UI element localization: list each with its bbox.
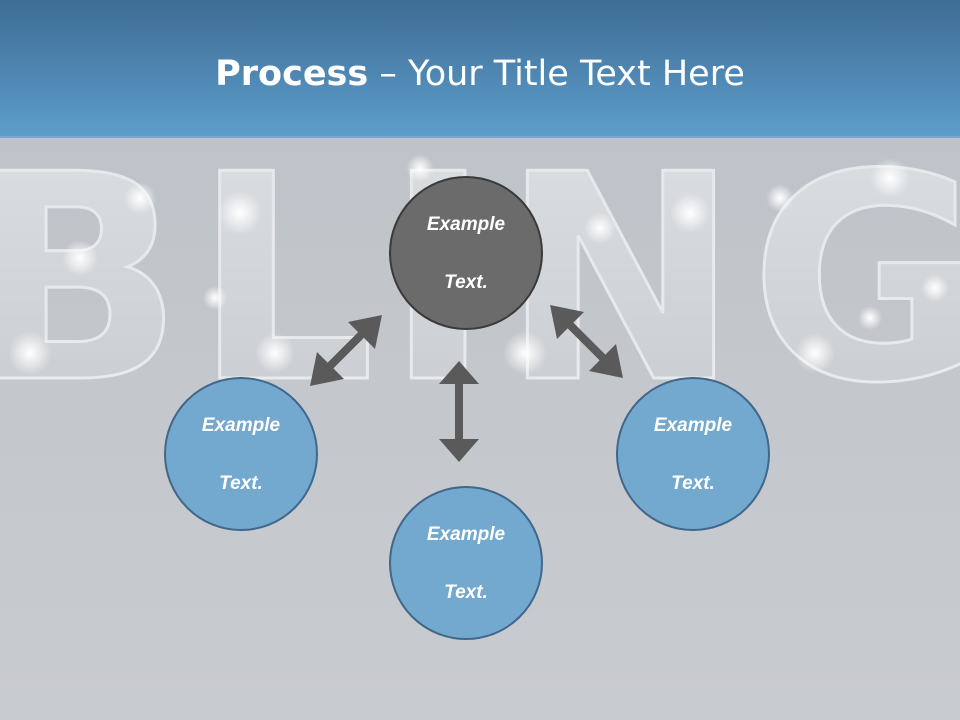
arrow-center-right <box>550 305 623 378</box>
bottom-node-line1: Example <box>426 523 506 545</box>
center-node-line1: Example <box>426 213 506 235</box>
bottom-node-line2: Text. <box>444 581 488 603</box>
center-node-line2: Text. <box>444 271 488 293</box>
arrow-center-bottom <box>439 361 479 462</box>
left-node-line1: Example <box>201 414 281 436</box>
title-bold: Process <box>215 54 369 94</box>
left-node-line2: Text. <box>219 472 263 494</box>
right-node-line2: Text. <box>671 472 715 494</box>
title-bar <box>0 0 960 138</box>
sparkles <box>8 154 949 375</box>
title-rest: – Your Title Text Here <box>368 54 745 94</box>
slide-title: Process – Your Title Text Here <box>0 52 960 96</box>
right-node-line1: Example <box>653 414 733 436</box>
arrow-center-left <box>310 315 382 386</box>
